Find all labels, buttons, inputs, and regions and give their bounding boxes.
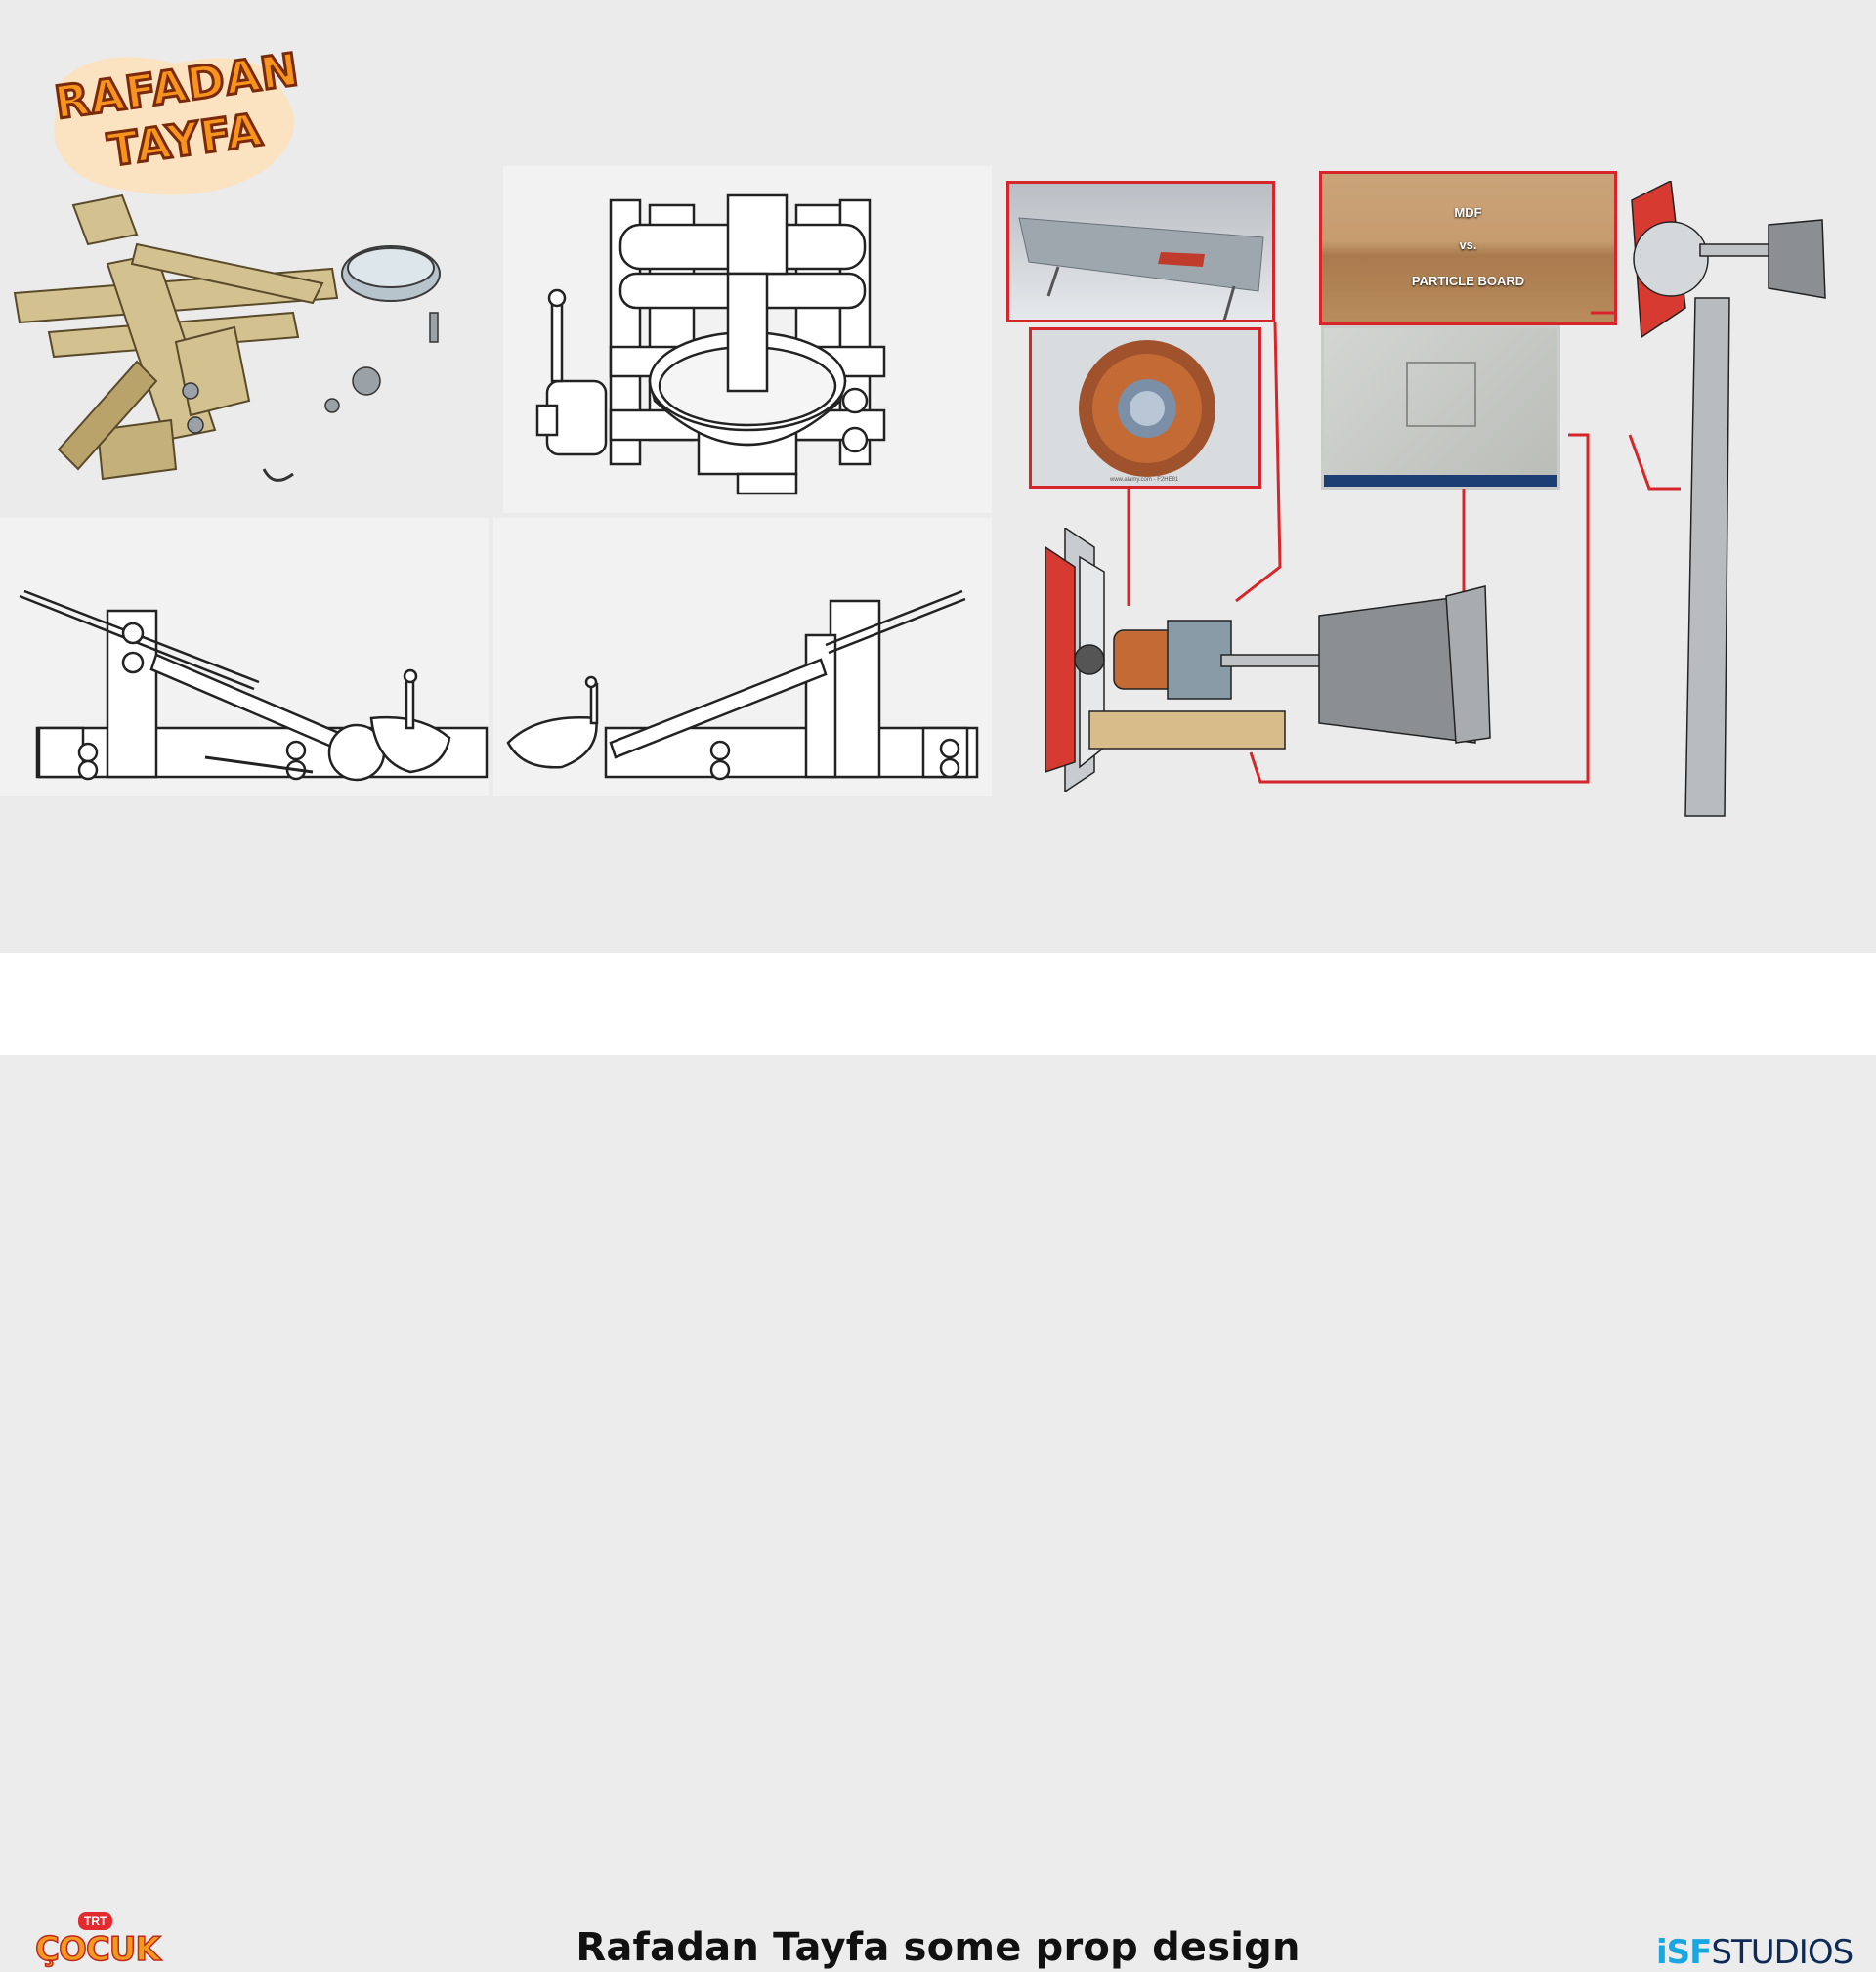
artboard: RAFADAN TAYFA <box>0 0 1876 953</box>
vs-label: vs. <box>1459 237 1477 252</box>
reference-riveted-metal-photo <box>1321 325 1560 490</box>
windmill-rotor-assembly <box>1016 526 1505 793</box>
trt-badge: TRT <box>78 1912 113 1930</box>
catapult-side-view-right <box>493 518 992 796</box>
isf-studios-logo: iSFSTUDIOS <box>1656 1933 1854 1972</box>
catapult-front-view <box>503 166 992 513</box>
mdf-label: MDF <box>1454 205 1482 220</box>
reference-mdf-particle-photo: MDF vs. PARTICLE BOARD <box>1319 171 1617 325</box>
reference-copper-coil-photo: www.alamy.com - F2HE81 <box>1029 327 1261 489</box>
logo-splash-icon <box>54 57 295 195</box>
isf-suffix: STUDIOS <box>1711 1933 1854 1972</box>
catapult-side-view-left <box>0 518 489 796</box>
reference-metal-table-photo <box>1006 181 1275 322</box>
catapult-color-perspective <box>0 176 489 508</box>
isf-prefix: iSF <box>1656 1933 1712 1972</box>
windmill-tower <box>1612 179 1847 826</box>
coil-credit: www.alamy.com - F2HE81 <box>1110 477 1179 483</box>
rafadan-tayfa-logo: RAFADAN TAYFA <box>39 41 313 200</box>
trt-cocuk-logo: ÇOCUK <box>34 1929 161 1970</box>
footer-bar: TRT ÇOCUK Rafadan Tayfa some prop design… <box>0 953 1876 1972</box>
particle-board-label: PARTICLE BOARD <box>1411 274 1525 288</box>
page-caption: Rafadan Tayfa some prop design <box>576 1925 1300 1970</box>
